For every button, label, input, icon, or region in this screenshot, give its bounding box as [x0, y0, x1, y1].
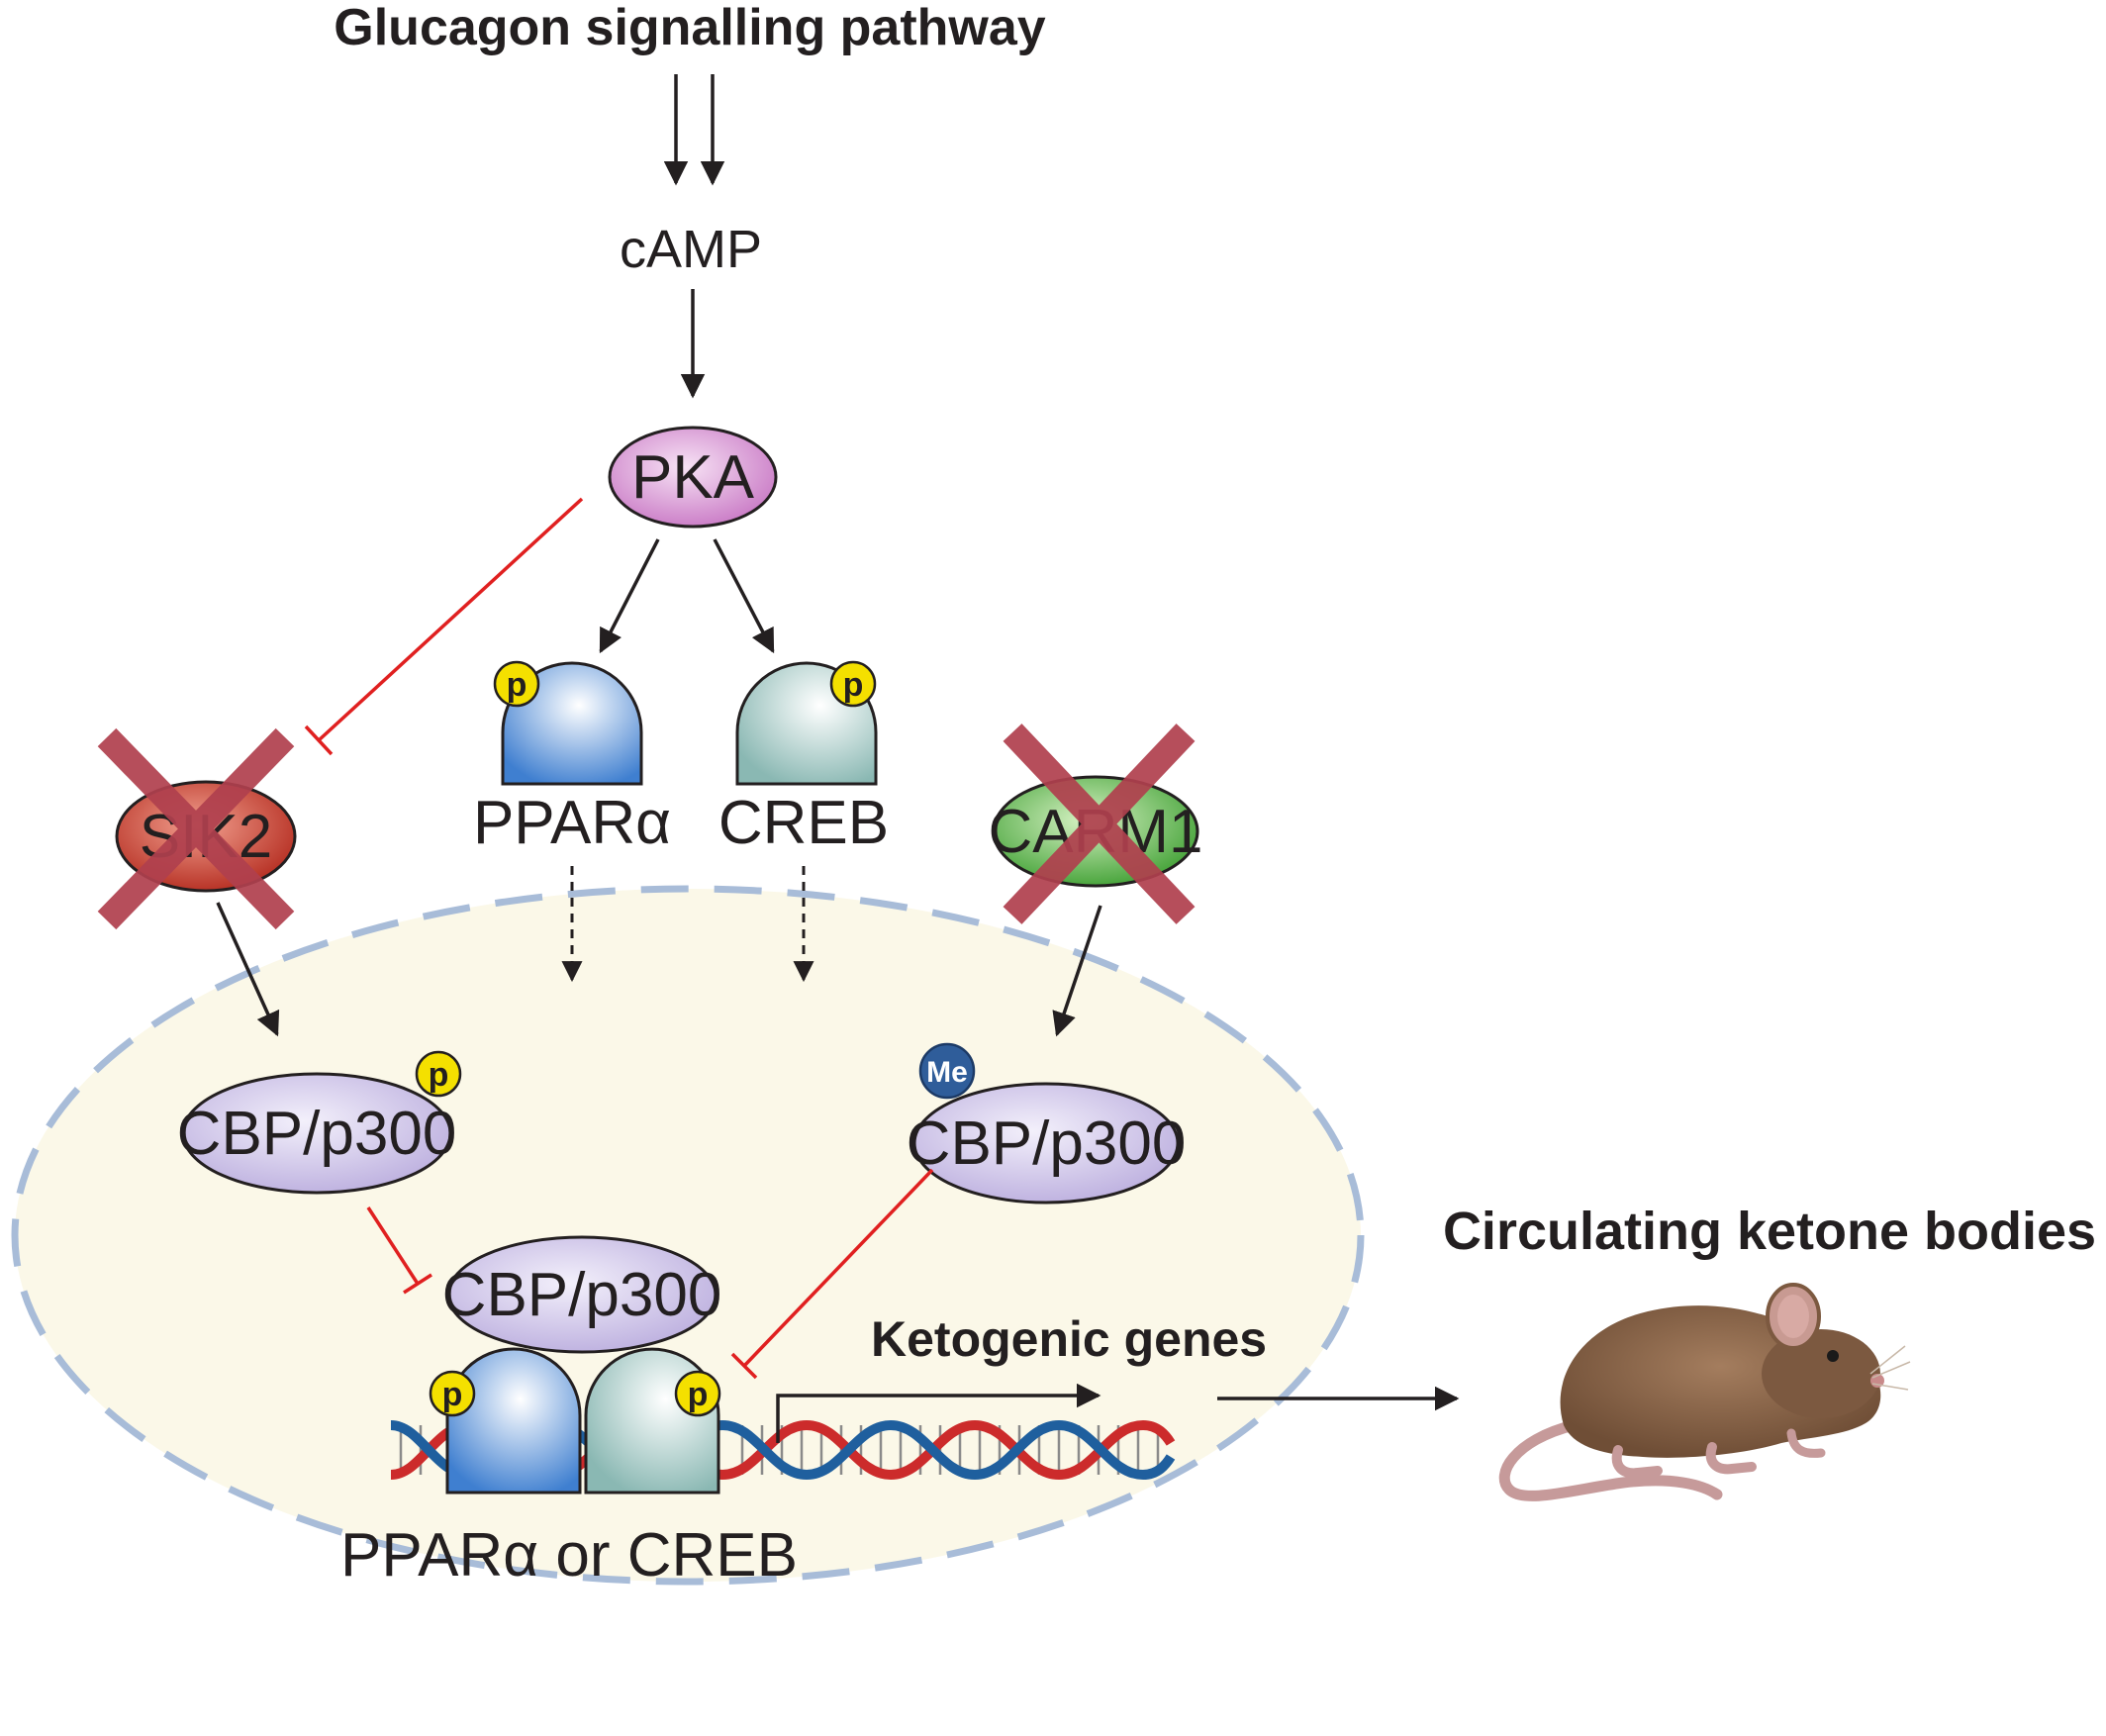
dna-bound-creb-phospho-badge: p — [674, 1370, 721, 1417]
sik2-node: SIK2 — [97, 727, 297, 930]
dna-bound-ppara: p — [429, 1347, 582, 1495]
carm1-node: CARM1 — [988, 723, 1203, 924]
creb-protein: p CREB — [718, 660, 889, 857]
ppara-protein: p PPARα — [473, 660, 671, 857]
svg-text:p: p — [507, 666, 527, 704]
carm1-to-cbp-arrow — [1052, 905, 1102, 1037]
ketogenic-genes-label: Ketogenic genes — [871, 1311, 1267, 1367]
pka-inhibits-sik2 — [304, 497, 584, 756]
mouse-icon — [1498, 1283, 1911, 1501]
cbp-right-inhibits-complex — [730, 1168, 934, 1380]
cbp-right-methyl-badge: Me — [918, 1042, 976, 1100]
svg-text:p: p — [429, 1056, 449, 1094]
creb-label: CREB — [718, 789, 889, 857]
creb-phospho-badge: p — [829, 660, 877, 708]
diagram-title: Glucagon signalling pathway — [334, 0, 1045, 56]
cbp-left-label: CBP/p300 — [177, 1100, 457, 1168]
pka-node: PKA — [608, 426, 778, 529]
nucleus-outline-icon — [11, 885, 1365, 1586]
pka-label: PKA — [631, 443, 755, 512]
cbp-right-node: CBP/p300 Me — [907, 1042, 1187, 1205]
camp-label: cAMP — [620, 220, 762, 279]
dna-bound-creb: p — [584, 1347, 721, 1495]
outcome-label: Circulating ketone bodies — [1443, 1202, 2096, 1261]
pka-to-creb-arrow — [713, 538, 775, 654]
dna-binding-label: PPARα or CREB — [340, 1521, 798, 1590]
transcription-start-arrow — [776, 1383, 1101, 1443]
cbp-left-node: CBP/p300 p — [177, 1050, 462, 1195]
cbp-left-phospho-badge: p — [415, 1050, 462, 1098]
dna-bound-ppara-phospho-badge: p — [429, 1370, 476, 1417]
cbp-center-label: CBP/p300 — [442, 1261, 722, 1329]
ppara-phospho-badge: p — [493, 660, 540, 708]
sik2-to-cbp-arrow — [216, 902, 280, 1037]
cbp-right-label: CBP/p300 — [907, 1109, 1187, 1178]
title-to-camp-arrows — [663, 74, 725, 186]
pka-to-ppara-arrow — [599, 538, 660, 654]
ppara-label: PPARα — [473, 789, 671, 857]
sik2-knockout-cross-icon — [97, 727, 295, 930]
svg-text:p: p — [442, 1376, 463, 1413]
svg-text:Me: Me — [926, 1056, 968, 1089]
svg-text:p: p — [688, 1376, 709, 1413]
svg-text:p: p — [843, 666, 864, 704]
cbp-center-node: CBP/p300 — [442, 1235, 722, 1354]
cbp-left-inhibits-complex — [366, 1206, 432, 1295]
carm1-knockout-cross-icon — [1003, 723, 1196, 924]
